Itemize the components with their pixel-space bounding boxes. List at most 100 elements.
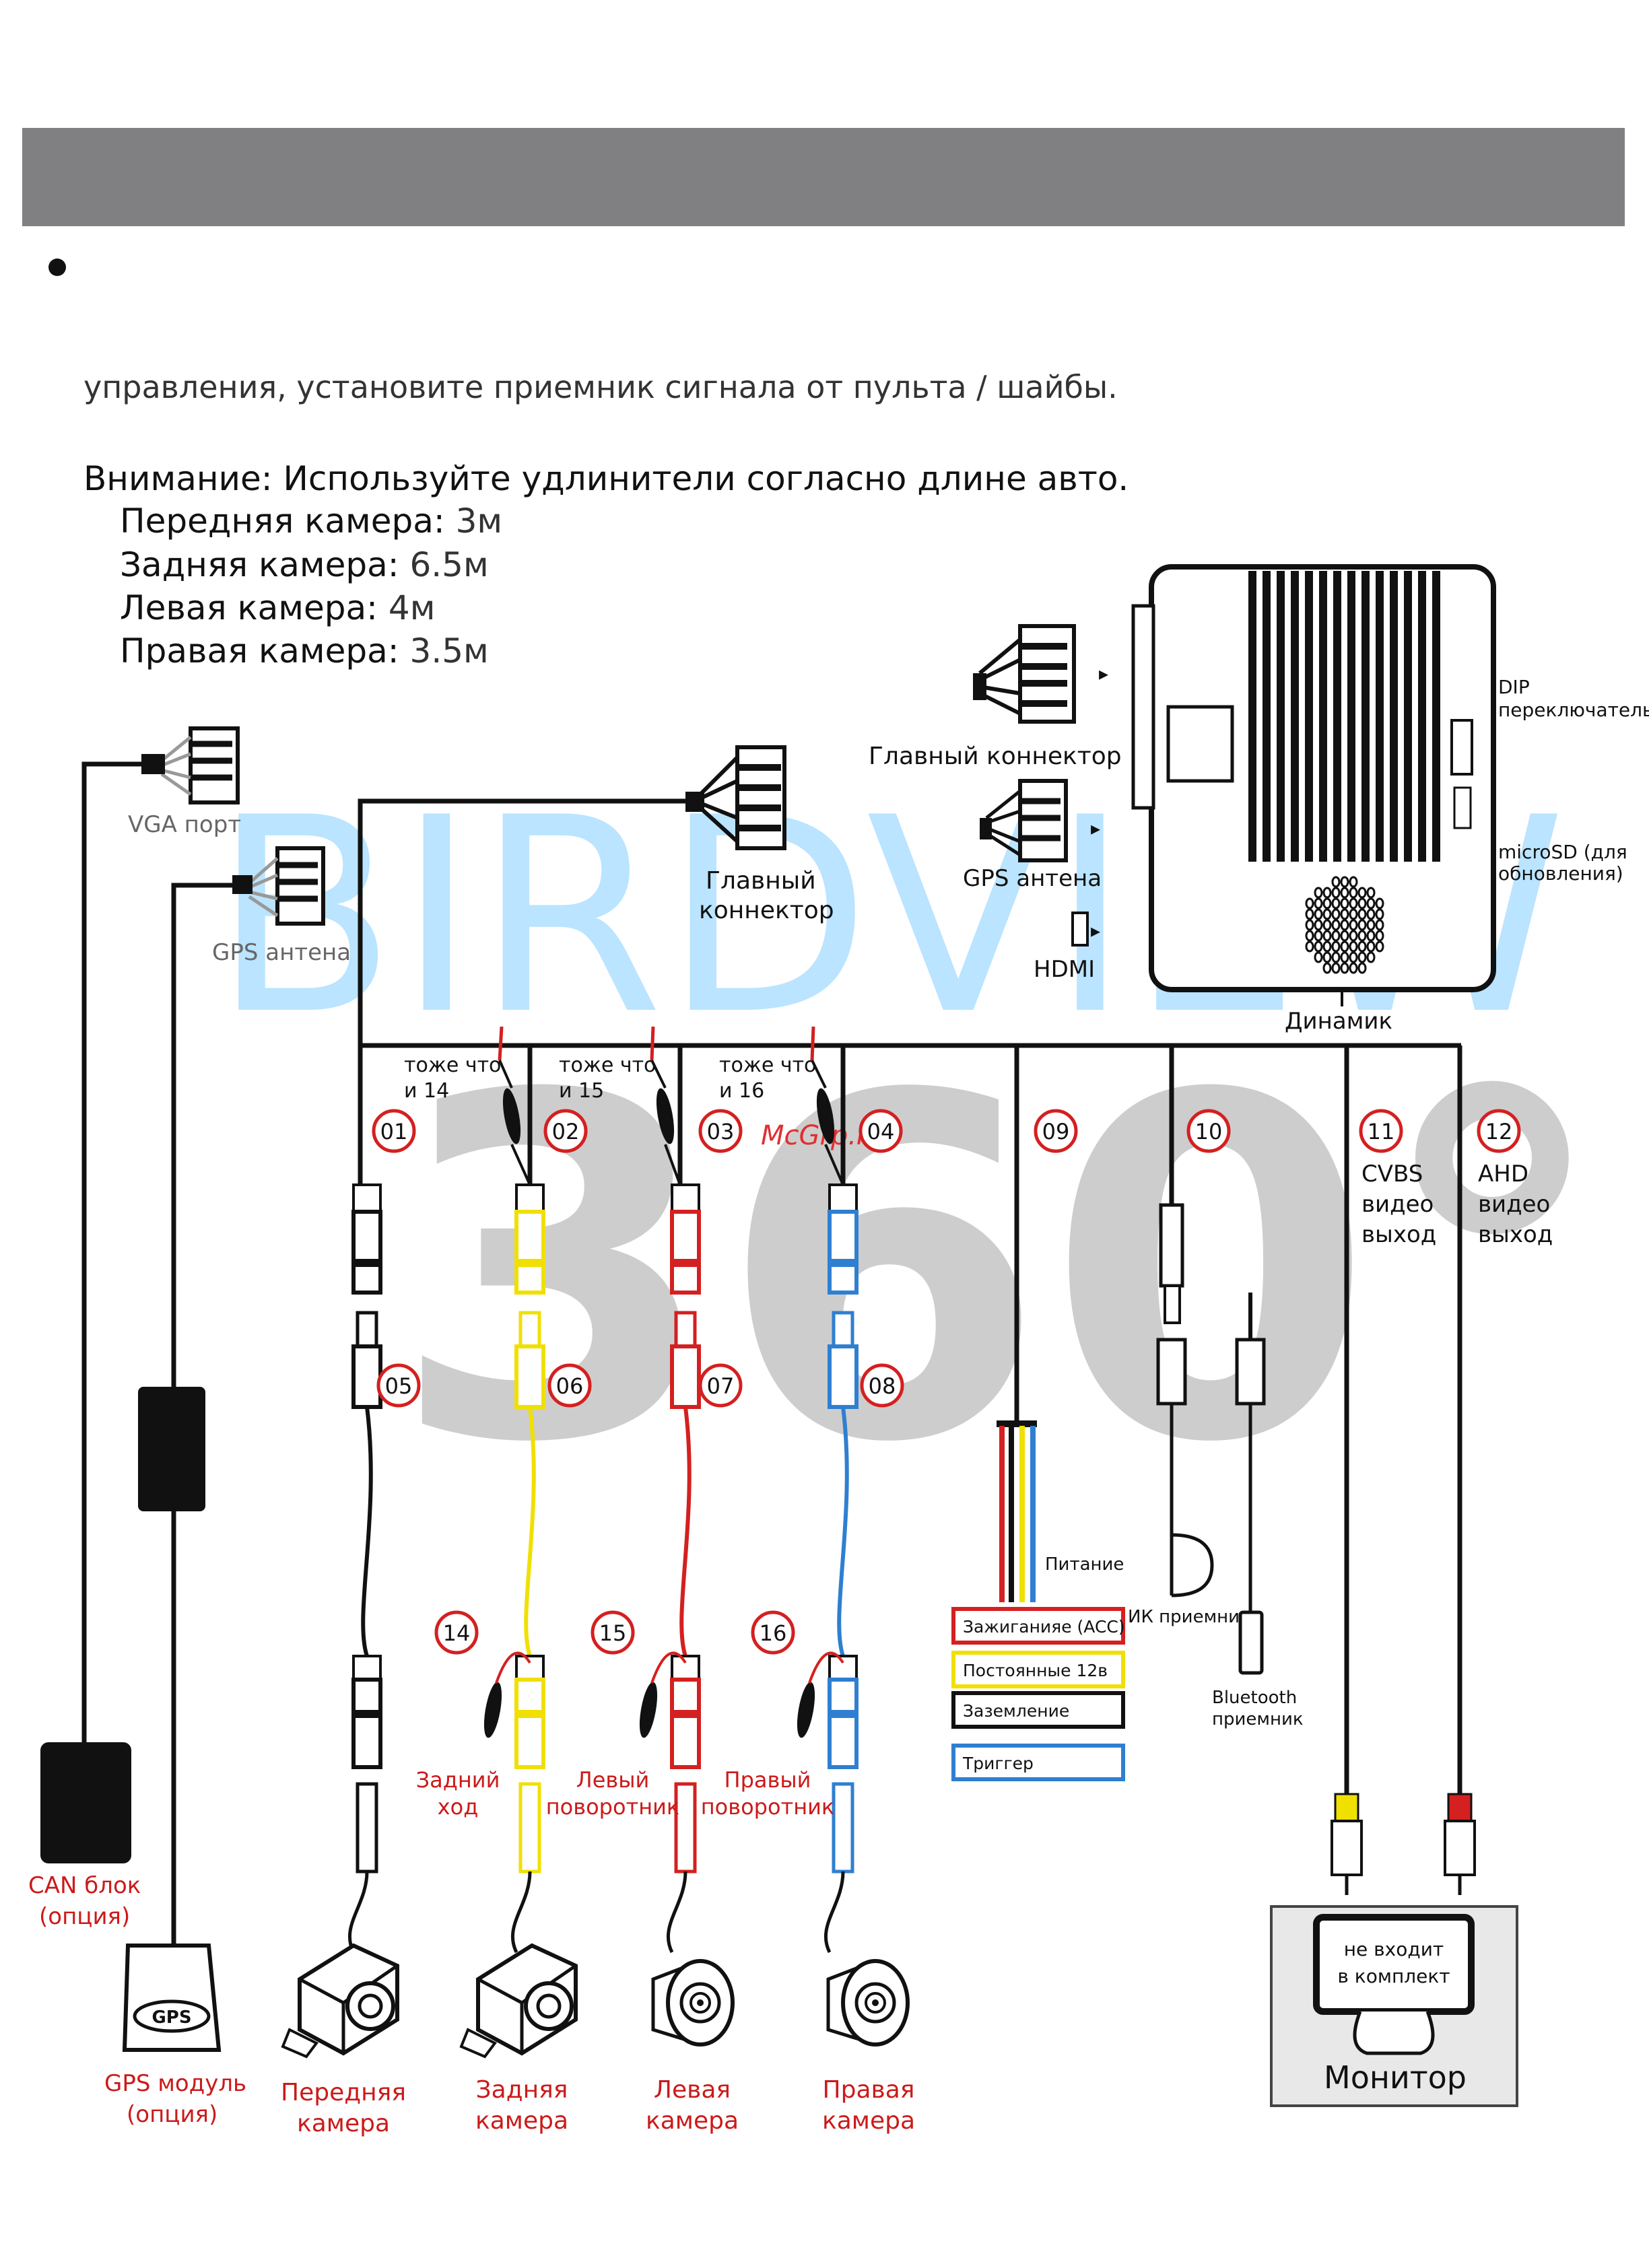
right-camera-label-1: Правая <box>823 2076 915 2104</box>
trigger-wires-top <box>498 1026 815 1061</box>
header-bar <box>22 128 1625 226</box>
marker-12: 12 <box>1477 1109 1521 1153</box>
power-wires <box>997 1420 1037 1602</box>
length-right: Правая камера: 3.5м <box>120 631 489 671</box>
ahd-label-2: видео <box>1478 1191 1550 1218</box>
can-unit-icon <box>40 1742 131 1863</box>
trigger-label: Триггер <box>962 1754 1034 1773</box>
bluetooth-receiver-icon <box>1235 1293 1266 1675</box>
cvbs-label-1: CVBS <box>1361 1161 1423 1188</box>
dip-label-2: переключатель <box>1498 699 1649 721</box>
bt-label-2: приемник <box>1212 1709 1304 1729</box>
marker-08: 08 <box>860 1363 904 1408</box>
marker-label-04: 04 <box>867 1119 895 1144</box>
monitor-label: Монитор <box>1324 2059 1467 2096</box>
marker-label-03: 03 <box>707 1119 735 1144</box>
marker-label-02: 02 <box>552 1119 580 1144</box>
speaker-label: Динамик <box>1285 1008 1392 1035</box>
power-title: Питание <box>1045 1554 1124 1575</box>
front-camera-label-1: Передняя <box>281 2079 406 2106</box>
cvbs-label-3: выход <box>1361 1221 1436 1248</box>
trigger-clips-top <box>502 1088 835 1144</box>
microsd-label-2: обновления) <box>1498 862 1623 885</box>
left-camera-label-2: камера <box>646 2107 739 2135</box>
svg-text:▸: ▸ <box>1099 662 1108 685</box>
monitor-icon <box>1270 1905 1518 2107</box>
same-as-14-line1: тоже что <box>404 1054 501 1077</box>
reverse-label-2: ход <box>438 1794 479 1820</box>
bt-label-1: Bluetooth <box>1212 1688 1297 1708</box>
marker-label-10: 10 <box>1195 1119 1223 1144</box>
gps-module-label-2: (опция) <box>127 2101 217 2128</box>
marker-label-06: 06 <box>556 1373 584 1399</box>
right-turn-label-1: Правый <box>725 1767 811 1793</box>
length-rear: Задняя камера: 6.5м <box>120 545 489 584</box>
unit-gps-connector-icon: ▸ <box>980 779 1100 862</box>
front-camera-icon <box>281 1943 399 2059</box>
left-camera-icon <box>651 1959 735 2047</box>
svg-text:▸: ▸ <box>1091 920 1100 942</box>
connector-stack-1 <box>348 1183 382 1954</box>
rear-camera-label-2: камера <box>475 2107 568 2135</box>
marker-label-08: 08 <box>869 1373 896 1399</box>
center-connector-label-2: коннектор <box>699 897 834 924</box>
dip-label-1: DIP <box>1498 676 1530 698</box>
left-turn-label-2: поворотник <box>546 1794 680 1820</box>
same-as-16-line1: тоже что <box>719 1054 816 1077</box>
ground-box <box>951 1691 1125 1729</box>
can-label-2: (опция) <box>39 1903 130 1930</box>
marker-label-12: 12 <box>1485 1119 1513 1144</box>
acc-box <box>951 1607 1125 1645</box>
marker-11: 11 <box>1359 1109 1403 1153</box>
left-turn-label-1: Левый <box>576 1767 650 1793</box>
main-unit: DIP переключатель microSD (для обновлени… <box>1131 564 1649 1035</box>
microsd-label-1: microSD (для <box>1498 841 1627 863</box>
left-gps-connector-icon <box>232 846 325 926</box>
can-inline-box <box>138 1387 205 1511</box>
front-camera-label-2: камера <box>297 2110 390 2137</box>
right-turn-label-2: поворотник <box>701 1794 835 1820</box>
hdmi-label: HDMI <box>1034 956 1095 983</box>
length-left: Левая камера: 4м <box>120 588 436 627</box>
same-as-14-line2: и 14 <box>404 1079 449 1103</box>
marker-09: 09 <box>1034 1109 1078 1153</box>
marker-15: 15 <box>591 1610 635 1655</box>
marker-label-01: 01 <box>380 1119 408 1144</box>
warning-text: Внимание: Используйте удлинители согласн… <box>83 459 1129 498</box>
marker-label-16: 16 <box>760 1620 787 1646</box>
reverse-label-1: Задний <box>416 1767 500 1793</box>
vga-connector-icon <box>141 726 240 804</box>
ahd-label-1: AHD <box>1478 1161 1528 1188</box>
rca-plugs <box>1331 1793 1476 1895</box>
acc-label: Зажиганияе (ACC) <box>963 1617 1125 1637</box>
marker-05: 05 <box>376 1363 421 1408</box>
can-label-1: CAN блок <box>28 1872 141 1899</box>
same-as-15-line2: и 15 <box>559 1079 604 1103</box>
marker-14: 14 <box>434 1610 479 1655</box>
cvbs-label-2: видео <box>1361 1191 1434 1218</box>
marker-label-15: 15 <box>599 1620 627 1646</box>
marker-label-14: 14 <box>443 1620 471 1646</box>
cable-lines <box>81 761 1462 1946</box>
monitor-note-2: в комплект <box>1337 1965 1450 1987</box>
bullet-dot <box>48 259 66 276</box>
unit-main-connector-label: Главный коннектор <box>869 743 1122 770</box>
const12-box <box>951 1651 1125 1688</box>
connector-stack-3 <box>639 1183 701 1954</box>
ground-label: Заземление <box>963 1701 1069 1721</box>
vga-label: VGA порт <box>128 811 241 838</box>
length-front: Передняя камера: 3м <box>120 502 503 541</box>
ir-receiver-icon <box>1156 1203 1214 1597</box>
intro-text: управления, установите приемник сигнала … <box>83 369 1118 405</box>
unit-main-connector-icon: ▸ <box>973 624 1108 724</box>
right-camera-icon <box>826 1959 910 2047</box>
center-main-connector-icon <box>685 745 786 850</box>
const12-label: Постоянные 12в <box>963 1661 1108 1680</box>
marker-label-07: 07 <box>707 1373 735 1399</box>
ahd-label-3: выход <box>1478 1221 1553 1248</box>
marker-01: 01 <box>372 1109 416 1153</box>
unit-gps-label: GPS антена <box>963 865 1102 892</box>
right-camera-label-2: камера <box>822 2107 915 2135</box>
same-as-16-line2: и 16 <box>719 1079 764 1103</box>
